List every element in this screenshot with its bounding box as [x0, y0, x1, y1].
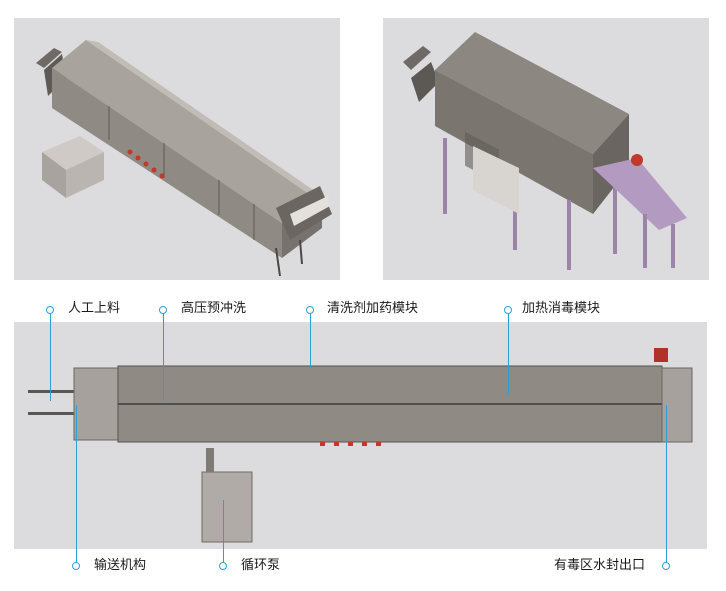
iso-view-right-drawing [403, 32, 687, 270]
iso-view-left-drawing [36, 40, 332, 277]
callout-dot-conveyor [72, 562, 80, 570]
iso-view-right-panel [383, 18, 709, 280]
callout-dot-outlet [662, 562, 670, 570]
callout-line-outlet [666, 405, 668, 562]
callout-manual-loading: 人工上料 [68, 301, 121, 316]
callout-high-pressure-rinse: 高压预冲洗 [181, 301, 247, 316]
top-view-panel [14, 322, 707, 549]
callout-dot-heat [504, 306, 512, 314]
callout-conveyor-mechanism: 输送机构 [94, 558, 147, 573]
callout-heat-disinfection-module: 加热消毒模块 [522, 301, 601, 316]
callout-line-conveyor [76, 405, 78, 562]
callout-line-detergent [310, 313, 312, 369]
callout-dot-pump [219, 562, 227, 570]
callout-line-high-pressure [163, 313, 165, 401]
top-view-drawing [28, 348, 693, 543]
iso-view-left-panel [14, 18, 340, 280]
callout-dot-detergent [306, 306, 314, 314]
callout-detergent-dosing-module: 清洗剂加药模块 [327, 301, 419, 316]
callout-line-heat [508, 313, 510, 395]
callout-dot-high-pressure [159, 306, 167, 314]
callout-line-pump [223, 500, 225, 562]
callout-line-manual-loading [50, 313, 52, 401]
callout-circulation-pump: 循环泵 [241, 558, 281, 573]
callout-toxic-zone-water-seal-outlet: 有毒区水封出口 [554, 558, 646, 573]
callout-dot-manual-loading [46, 306, 54, 314]
